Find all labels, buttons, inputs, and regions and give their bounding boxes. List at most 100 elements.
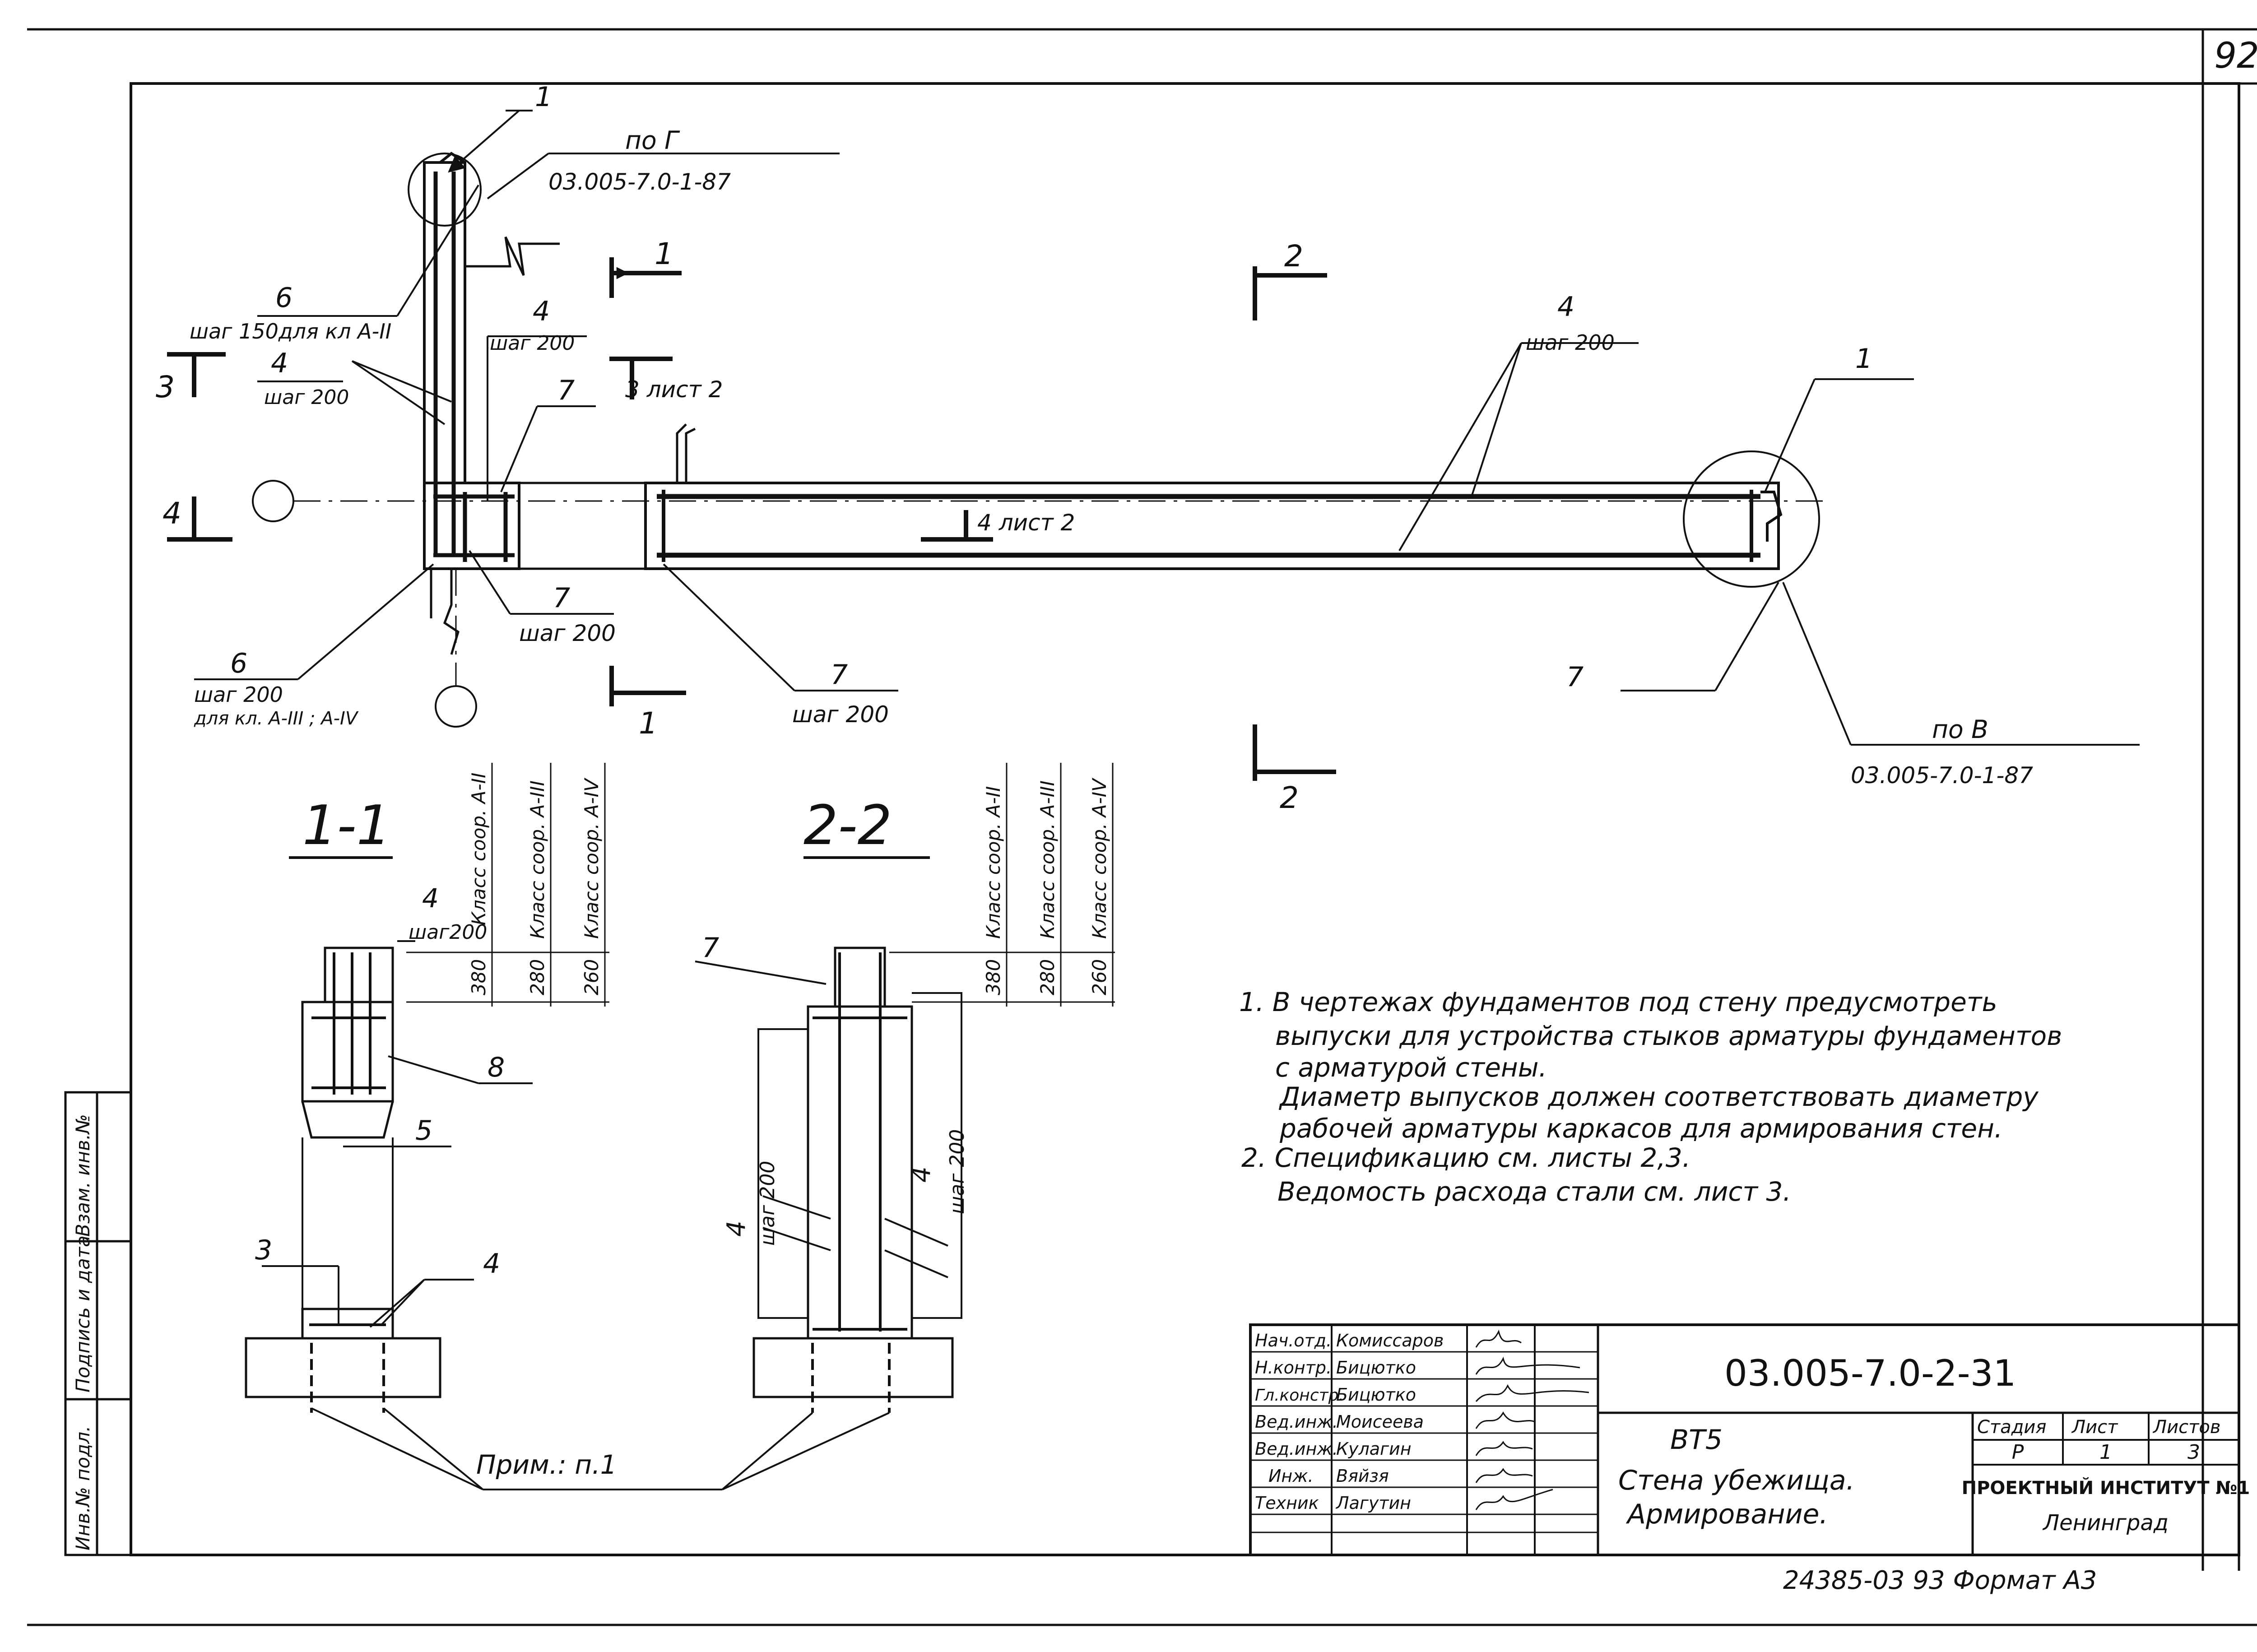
name-6: Вяйзя (1336, 1466, 1389, 1486)
section-1-1-col-2: Класс соор. А-III (526, 780, 548, 939)
section-1-1-col-1: Класс соор. А-II (468, 773, 490, 925)
sheet-header: Лист (2071, 1417, 2118, 1438)
section-2-2-title: 2-2 (803, 794, 892, 857)
page-number-box: 92 (2201, 28, 2257, 85)
section-1-1-label-8: 8 (488, 1052, 505, 1083)
label-7-c-text: шаг 200 (792, 701, 889, 728)
note-line-2: выпуски для устройства стыков арматуры ф… (1275, 1021, 2062, 1051)
label-7-a: 7 (557, 375, 575, 406)
name-1: Комиссаров (1336, 1331, 1444, 1350)
role-3: Гл.констр. (1255, 1386, 1344, 1405)
label-7-b: 7 (553, 582, 570, 614)
title-line-1: Стена убежища. (1618, 1465, 1855, 1496)
role-5: Вед.инж. (1255, 1439, 1338, 1459)
label-4-right-text: шаг 200 (1526, 330, 1615, 355)
name-4: Моисеева (1336, 1412, 1424, 1432)
doc-code: 03.005-7.0-2-31 (1724, 1352, 2016, 1394)
series: ВТ5 (1670, 1424, 1723, 1456)
name-7: Лагутин (1335, 1493, 1411, 1513)
section-2-2-dim-1: 380 (982, 959, 1004, 995)
prim-note: Прим.: п.1 (476, 1449, 617, 1480)
stage-header: Стадия (1977, 1417, 2046, 1438)
label-7-b-text: шаг 200 (519, 620, 616, 646)
note-line-7: Ведомость расхода стали см. лист 3. (1277, 1176, 1791, 1207)
cut-1-top-label: 1 (655, 237, 673, 271)
role-2: Н.контр. (1255, 1358, 1332, 1378)
label-4-left: 4 (271, 348, 288, 379)
cut-2-bot-label: 2 (1280, 780, 1299, 815)
label-4-mid-text: шаг 200 (490, 332, 575, 355)
section-2-2-label-4-left: 4 (722, 1220, 751, 1237)
section-1-1-dim-3: 260 (581, 959, 603, 995)
name-5: Кулагин (1336, 1439, 1412, 1459)
cut-2-top-label: 2 (1284, 239, 1303, 274)
name-3: Бицютко (1336, 1385, 1416, 1405)
note-line-5: рабочей арматуры каркасов для армировани… (1279, 1113, 2002, 1144)
cut-3-label: 3 (156, 370, 175, 404)
section-2-2-label-4-right: 4 (907, 1166, 936, 1183)
plan-view (252, 152, 1828, 728)
sheets-value: 3 (2187, 1441, 2200, 1464)
section-cut-markers (167, 257, 1336, 781)
section-2-2-col-2: Класс соор. А-III (1036, 780, 1059, 939)
section-1-1-label-3: 3 (255, 1234, 272, 1266)
label-7-right: 7 (1566, 661, 1584, 693)
side-stamp-sign: Подпись и дата (72, 1235, 94, 1392)
section-2-2-label-4-left-text: шаг 200 (756, 1161, 779, 1246)
section-1-1-col-3: Класс соор. А-IV (581, 777, 603, 939)
section-2-2-dim-3: 260 (1088, 959, 1110, 995)
note-line-4: Диаметр выпусков должен соответствовать … (1278, 1081, 2039, 1112)
org-line-1: ПРОЕКТНЫЙ ИНСТИТУТ №1 (1962, 1477, 2250, 1499)
section-2-2-dim-2: 280 (1036, 959, 1059, 995)
label-7-c: 7 (831, 659, 848, 691)
label-1-right: 1 (1855, 343, 1872, 375)
prim-leaders (311, 1407, 890, 1490)
side-stamp-vzam: Взам. инв.№ (72, 1114, 94, 1237)
label-6-bot-text1: шаг 200 (194, 682, 283, 707)
doc-ref-top: 03.005-7.0-1-87 (548, 169, 731, 195)
section-1-1-label-4: 4 (422, 883, 439, 914)
side-stamp-inv: Инв.№ подл. (72, 1426, 94, 1550)
cut-1-bot-label: 1 (639, 706, 658, 741)
title-block (1249, 1323, 2240, 1556)
signatures (1475, 1329, 1589, 1510)
section-2-2-label-7: 7 (702, 932, 719, 964)
label-po-g: по Г (625, 126, 680, 155)
page-number: 92 (2214, 36, 2257, 76)
plan-leaders (194, 110, 2140, 746)
section-1-1-dim-2: 280 (526, 959, 548, 995)
name-2: Бицютко (1336, 1358, 1416, 1378)
label-6-top-text: шаг 150для кл А-II (190, 319, 391, 343)
role-7: Техник (1255, 1493, 1319, 1513)
section-1-1-label-4-text: шаг200 (409, 921, 487, 944)
section-1-1-drawing (245, 763, 609, 1413)
label-6-bot-text2: для кл. А-III ; А-IV (194, 708, 359, 729)
sheet-frame (27, 28, 2257, 1626)
label-1-top: 1 (535, 81, 552, 113)
side-stamp (64, 1091, 132, 1556)
title-block-roles: Нач.отд. Комиссаров Н.контр. Бицютко Гл.… (1255, 1331, 1444, 1513)
sheet-value: 1 (2099, 1441, 2112, 1464)
section-1-1-label-4b: 4 (483, 1248, 500, 1280)
label-po-v: по В (1932, 715, 1988, 744)
note-line-3: с арматурой стены. (1275, 1052, 1547, 1083)
notes: 1. В чертежах фундаментов под стену пред… (1239, 987, 2062, 1207)
section-2-2-col-3: Класс соор. А-IV (1088, 777, 1110, 939)
label-6-top: 6 (275, 282, 293, 314)
cut-4-ref: 4 лист 2 (977, 510, 1075, 536)
section-1-1-title: 1-1 (302, 794, 391, 857)
title-line-2: Армирование. (1625, 1499, 1828, 1530)
section-2-2-label-4-right-text: шаг 200 (946, 1129, 969, 1214)
label-4-right: 4 (1557, 291, 1574, 323)
note-line-1: 1. В чертежах фундаментов под стену пред… (1239, 987, 1997, 1017)
role-1: Нач.отд. (1255, 1331, 1332, 1350)
doc-ref-right: 03.005-7.0-1-87 (1851, 762, 2033, 789)
stage-value: Р (2012, 1441, 2024, 1464)
cut-4-label: 4 (163, 496, 181, 531)
section-1-1-label-5: 5 (415, 1115, 432, 1146)
sheets-header: Листов (2152, 1417, 2220, 1438)
org-line-2: Ленинград (2042, 1510, 2169, 1536)
note-line-6: 2. Спецификацию см. листы 2,3. (1241, 1142, 1690, 1173)
section-2-2-col-1: Класс соор. А-II (982, 786, 1004, 939)
